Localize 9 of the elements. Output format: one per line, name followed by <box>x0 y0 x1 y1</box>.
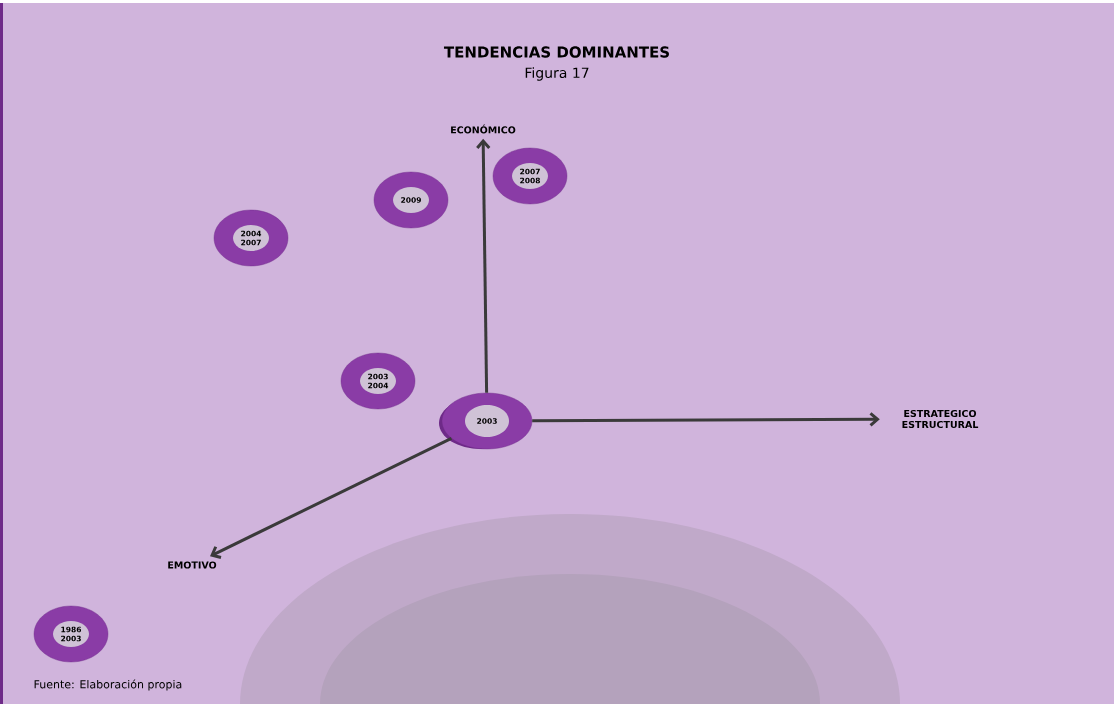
title: TENDENCIAS DOMINANTES <box>444 46 669 58</box>
source-note: Fuente: Elaboración propia <box>34 679 182 691</box>
axis-label: ESTRATEGICO ESTRUCTURAL <box>902 409 979 429</box>
figure-number: Figura 17 <box>525 67 589 81</box>
arrow <box>476 138 491 393</box>
arrow <box>532 412 880 427</box>
arrow <box>210 437 453 559</box>
axis-label: EMOTIVO <box>168 561 217 569</box>
axis-label: ECONÓMICO <box>451 124 516 134</box>
